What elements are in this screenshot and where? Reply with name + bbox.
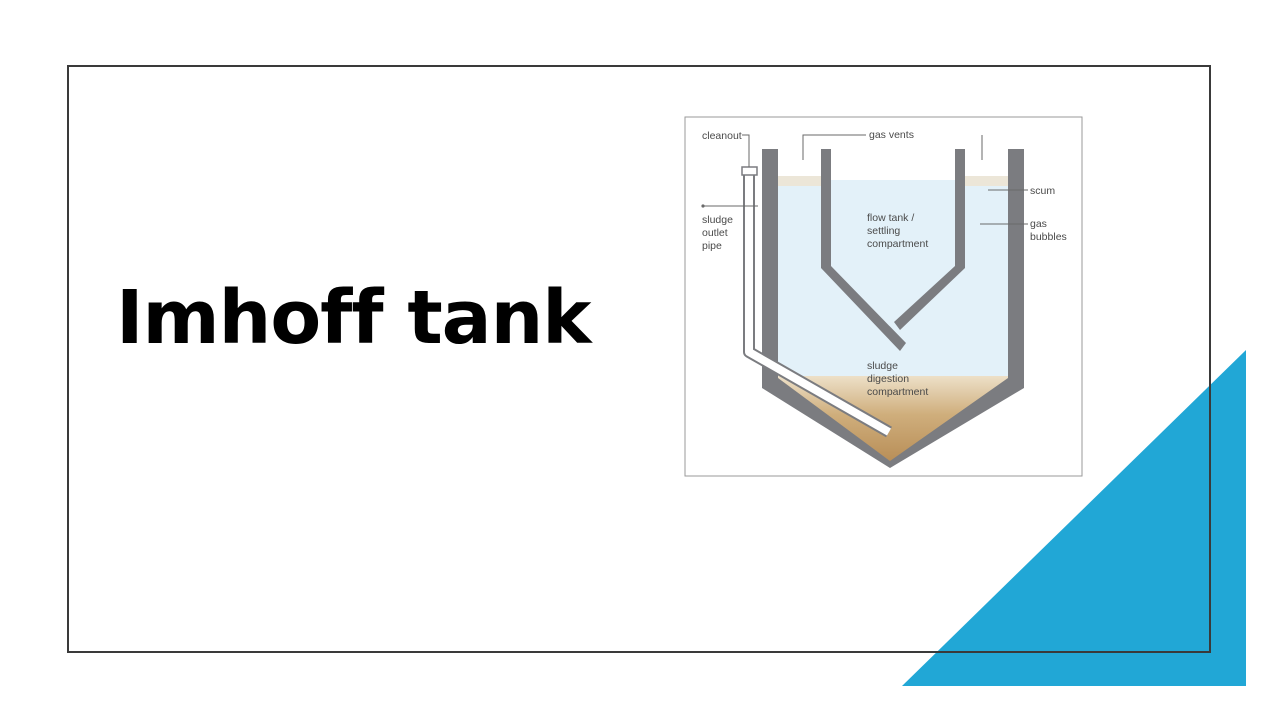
label-sludge-digestion-3: compartment: [867, 386, 928, 398]
cleanout-cap: [741, 166, 758, 176]
cleanout-leader: [742, 134, 750, 167]
slide-frame: [67, 65, 1211, 653]
label-sludge-digestion-1: sludge: [867, 360, 898, 372]
label-sludge-outlet-3: pipe: [702, 240, 722, 252]
label-flow-tank-1: flow tank /: [867, 212, 914, 224]
scum-layer-right: [965, 176, 1008, 186]
label-flow-tank-2: settling: [867, 225, 900, 237]
settling-wall-right: [894, 149, 965, 330]
label-gas-bubbles-1: gas: [1030, 218, 1047, 230]
label-sludge-digestion-2: digestion: [867, 373, 909, 385]
slide-title: Imhoff tank: [116, 275, 592, 361]
label-gas-vents: gas vents: [869, 129, 914, 141]
label-flow-tank-3: compartment: [867, 238, 928, 250]
sludge-outlet-pipe-inner: [745, 174, 891, 436]
label-scum: scum: [1030, 185, 1055, 197]
label-sludge-outlet-2: outlet: [702, 227, 728, 239]
scum-layer-left: [778, 176, 822, 186]
imhoff-tank-diagram: cleanout gas vents scum gas bubbles flow…: [684, 116, 1083, 477]
label-sludge-outlet-1: sludge: [702, 214, 733, 226]
label-cleanout: cleanout: [702, 130, 742, 142]
label-gas-bubbles-2: bubbles: [1030, 231, 1067, 243]
settling-wall-left: [821, 149, 906, 351]
outlet-line-end: [701, 204, 705, 208]
accent-triangle-shape: [902, 350, 1246, 686]
